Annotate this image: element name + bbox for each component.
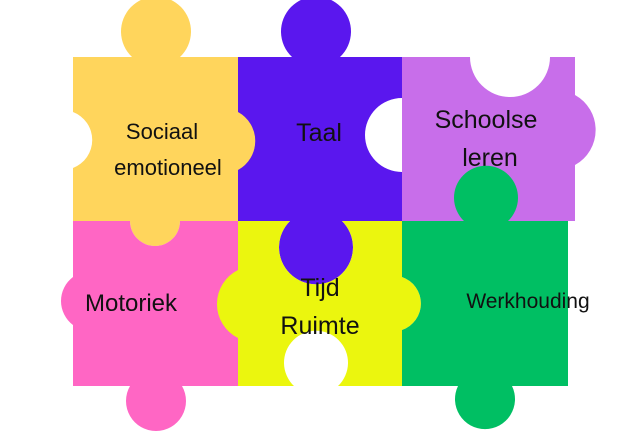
piece-taal-label: Taal [296, 119, 342, 147]
piece-schoolse-shape [402, 57, 596, 221]
piece-schoolse-leren: Schoolse leren [402, 57, 596, 221]
piece-werkhouding-shape [402, 165, 568, 430]
piece-taal: Taal [238, 0, 402, 285]
piece-tijd-ruimte: Tijd Ruimte [216, 221, 421, 386]
piece-sociaal-shape [73, 0, 256, 246]
piece-sociaal-emotioneel: Sociaal emotioneel [73, 0, 256, 246]
piece-werkhouding-label: Werkhouding [466, 290, 589, 313]
piece-sociaal-label-1: Sociaal [126, 119, 198, 144]
piece-schoolse-label-1: Schoolse [435, 106, 538, 134]
piece-werkhouding: Werkhouding [402, 165, 590, 430]
piece-sociaal-label-2: emotioneel [114, 155, 222, 180]
piece-tijd-shape [216, 221, 421, 386]
piece-tijd-label-2: Ruimte [280, 312, 359, 340]
piece-motoriek-shape [60, 221, 238, 431]
piece-tijd-label-1: Tijd [300, 274, 339, 302]
piece-motoriek-label: Motoriek [85, 290, 178, 317]
piece-taal-shape [238, 0, 402, 285]
piece-motoriek: Motoriek [60, 221, 238, 431]
